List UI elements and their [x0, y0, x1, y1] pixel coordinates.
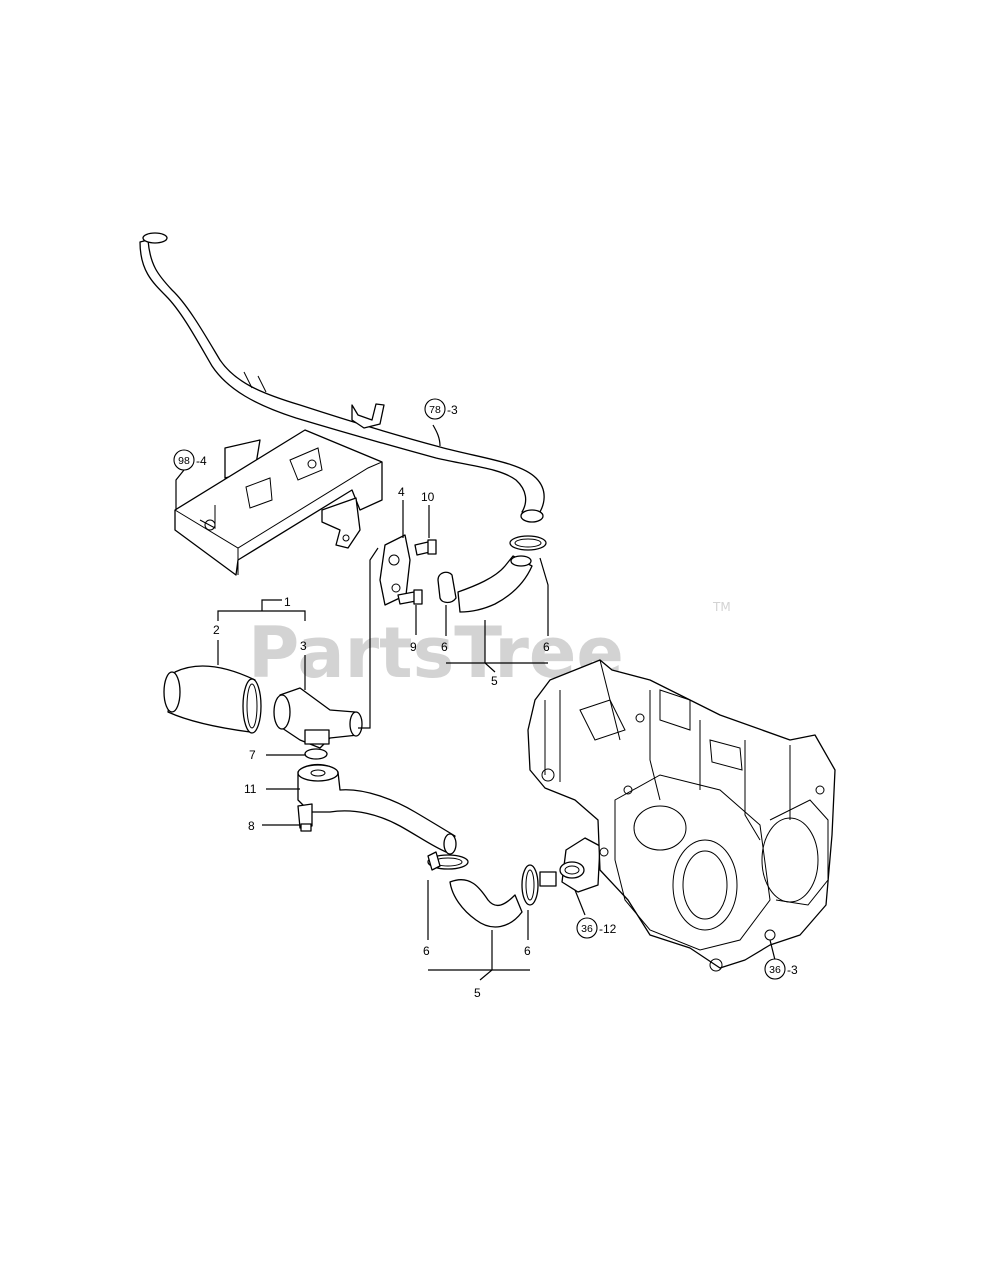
- label-1: 1: [284, 595, 291, 609]
- callout-suffix: -3: [447, 403, 458, 417]
- engine-block: [527, 659, 836, 972]
- o-ring: [304, 748, 328, 760]
- label-8: 8: [248, 819, 255, 833]
- water-flange: [559, 837, 601, 893]
- leader-lines: [175, 424, 776, 981]
- label-4: 4: [398, 485, 405, 499]
- thermostat-housing: [163, 665, 262, 734]
- callout-suffix: -4: [196, 454, 207, 468]
- callout-78-3: 78 -3: [424, 398, 458, 420]
- label-11: 11: [244, 782, 257, 796]
- label-7: 7: [249, 748, 256, 762]
- bracket-frame: [174, 429, 383, 576]
- hose-clamp: [437, 535, 547, 604]
- coolant-pipe: [139, 232, 545, 523]
- callout-ref: 36: [769, 964, 781, 976]
- label-3: 3: [300, 639, 307, 653]
- label-9: 9: [410, 640, 417, 654]
- label-5-upper: 5: [491, 674, 498, 688]
- hose-upper: [457, 555, 533, 613]
- outlet-elbow: [297, 763, 457, 855]
- thermostat: [273, 687, 363, 749]
- label-6-lower-right: 6: [524, 944, 531, 958]
- callout-36-12: 36 -12: [576, 917, 617, 939]
- label-6-lower-left: 6: [423, 944, 430, 958]
- bolt: [297, 803, 313, 832]
- bolt: [397, 539, 437, 605]
- label-6-upper-right: 6: [543, 640, 550, 654]
- label-10: 10: [421, 490, 435, 504]
- callout-ref: 78: [429, 404, 441, 416]
- label-2: 2: [213, 623, 220, 637]
- watermark-trademark: TM: [712, 600, 731, 614]
- hose-clamp: [427, 851, 557, 906]
- callout-ref: 98: [178, 455, 190, 467]
- callout-36-3: 36 -3: [764, 958, 798, 980]
- callout-suffix: -3: [787, 963, 798, 977]
- callout-98-4: 98 -4: [173, 449, 207, 471]
- label-6-upper-left: 6: [441, 640, 448, 654]
- label-5-lower: 5: [474, 986, 481, 1000]
- callout-ref: 36: [581, 923, 593, 935]
- hose-lower: [449, 879, 523, 928]
- callout-suffix: -12: [599, 922, 617, 936]
